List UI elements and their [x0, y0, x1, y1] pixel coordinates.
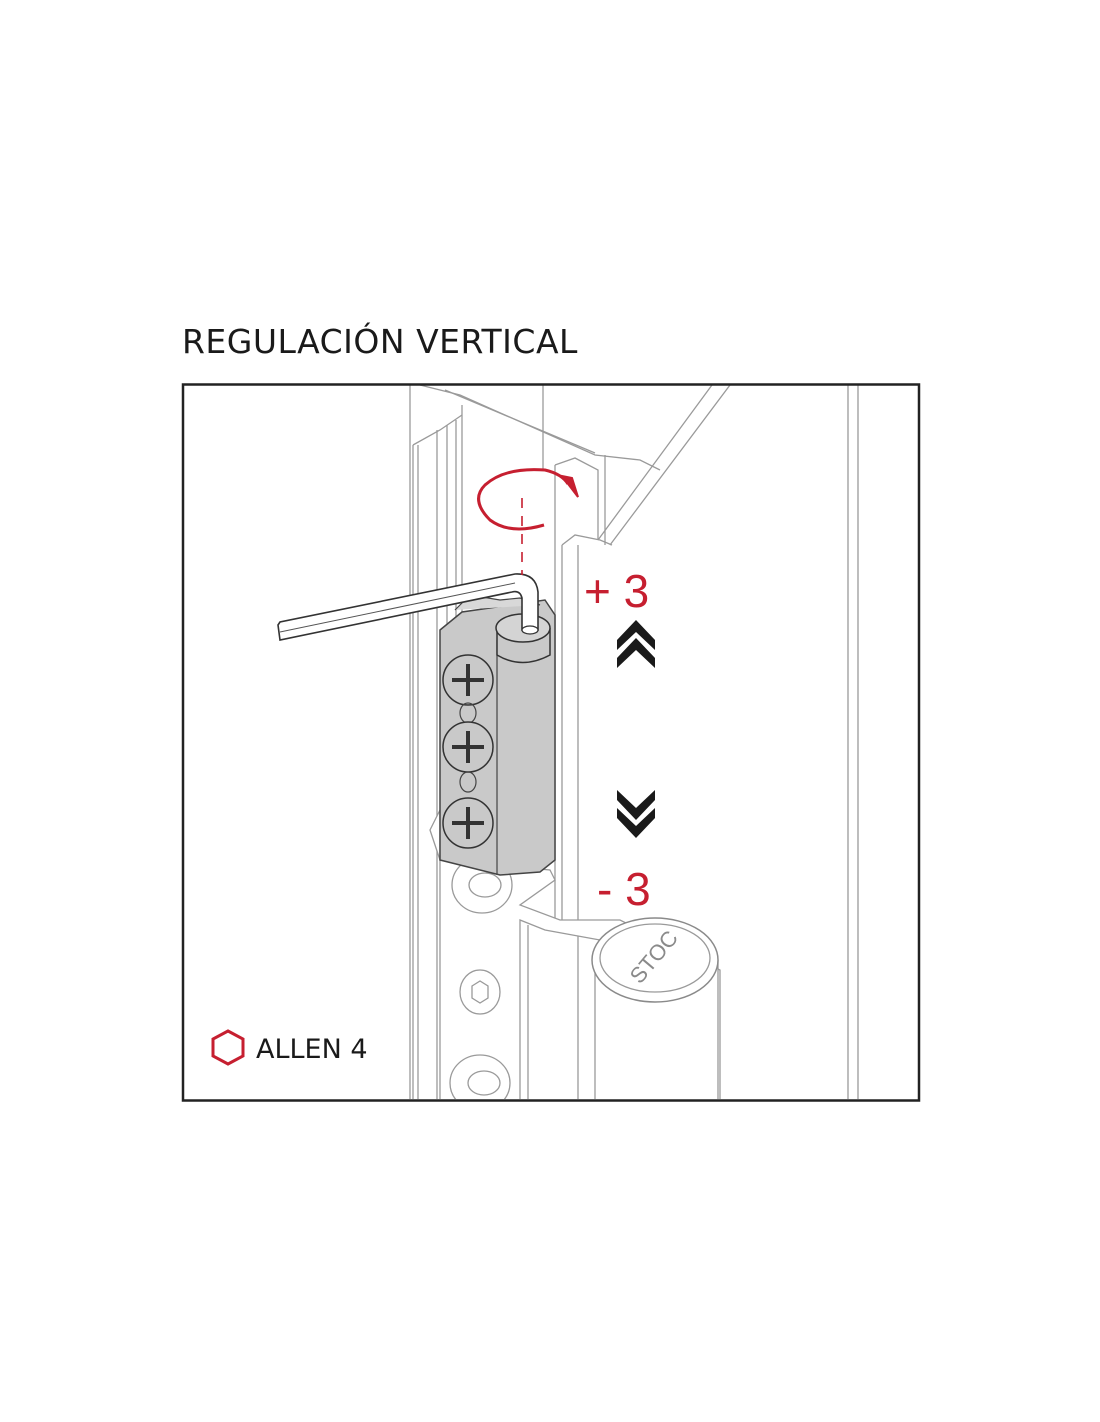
phillips-screw-icon — [442, 654, 494, 706]
hexagon-icon — [211, 1029, 245, 1066]
up-adjustment-label: + 3 — [584, 565, 649, 617]
double-chevron-up-icon — [617, 620, 655, 668]
hinge-cap: STOC — [591, 917, 719, 1099]
phillips-screw-icon — [442, 721, 494, 773]
tool-label: ALLEN 4 — [256, 1034, 368, 1065]
down-adjustment-label: - 3 — [597, 863, 651, 915]
page-title: REGULACIÓN VERTICAL — [182, 322, 578, 361]
diagram-frame — [181, 383, 921, 1102]
double-chevron-down-icon — [617, 790, 655, 838]
illustration: STOC — [277, 385, 859, 1099]
hinge-adjuster-body — [439, 594, 556, 876]
clockwise-rotation-arrow-icon — [477, 468, 579, 531]
hex-screw-icon — [459, 969, 501, 1015]
phillips-screw-icon — [442, 797, 494, 849]
screw-icon — [449, 1054, 511, 1099]
